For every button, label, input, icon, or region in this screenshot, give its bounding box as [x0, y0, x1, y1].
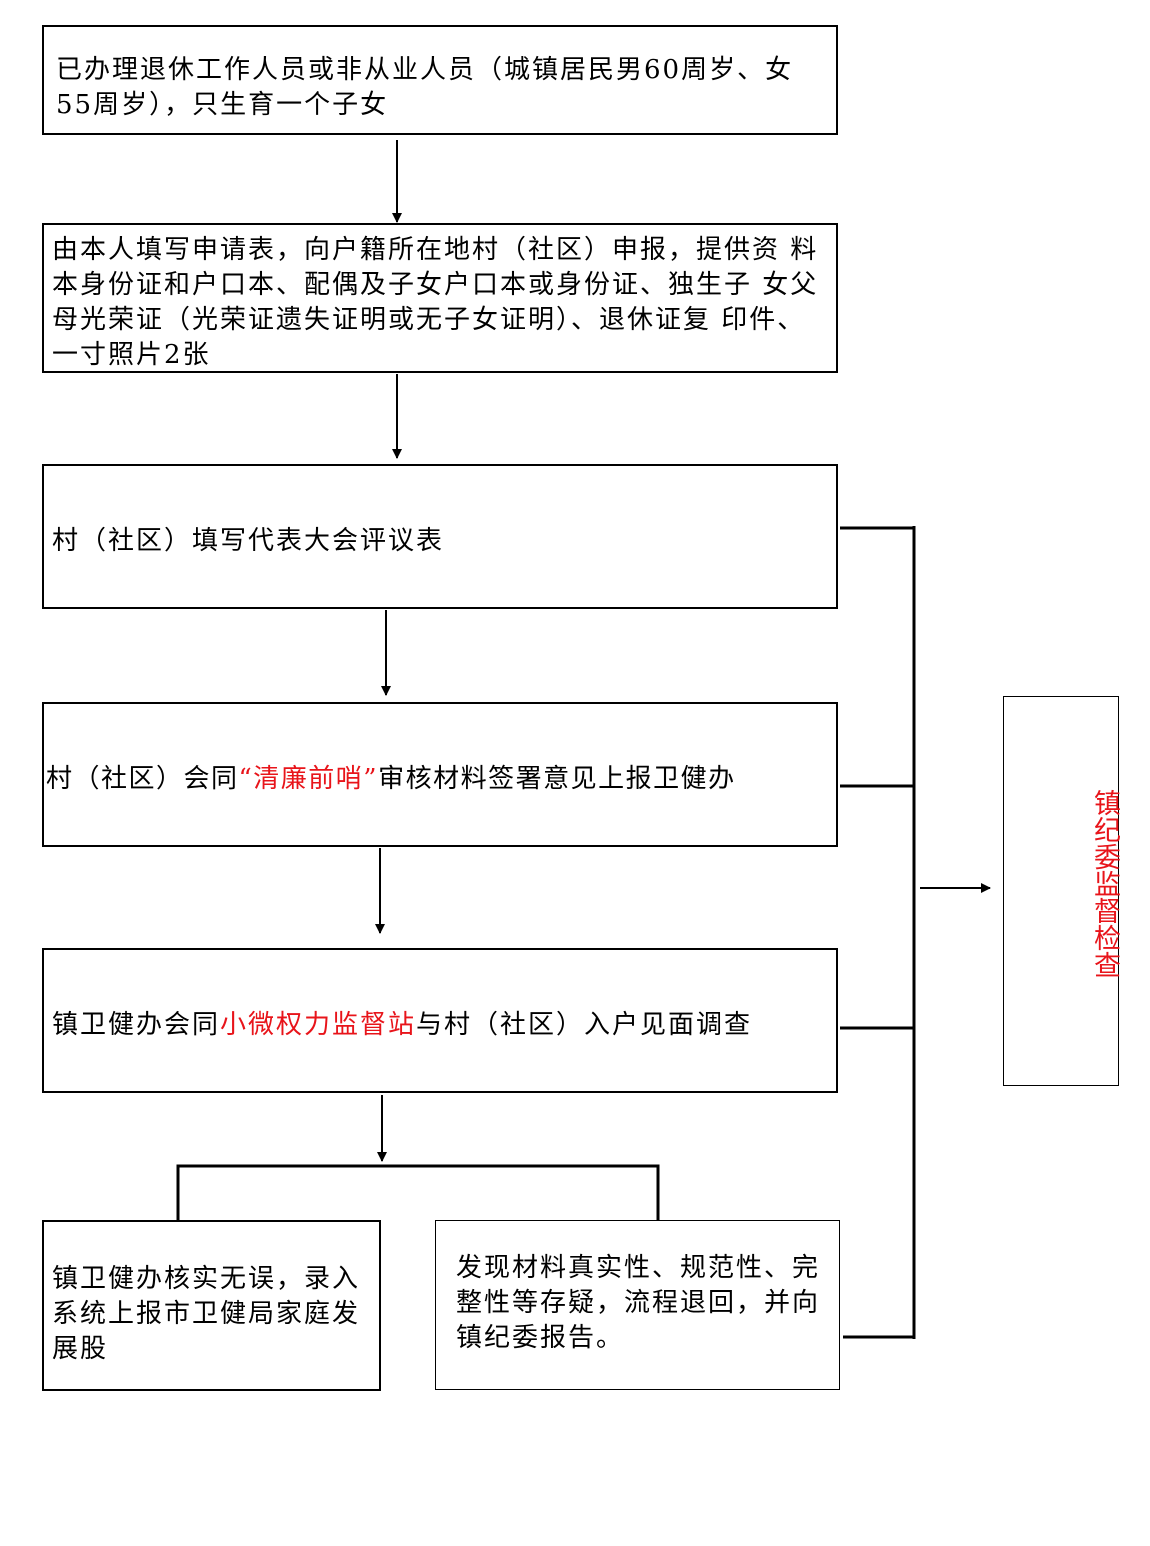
node-step2-text: 由本人填写申请表，向户籍所在地村（社区）申报，提供资 料本身份证和户口本、配偶及… [52, 235, 819, 370]
node-step4-text-pre: 村（社区）会同 [46, 764, 239, 794]
node-step5-text-post: 与村（社区）入户见面调查 [416, 1010, 753, 1040]
node-step4-text-highlight: “清廉前哨” [238, 764, 379, 794]
node-step4-audit: 村（社区）会同“清廉前哨”审核材料签署意见上报卫健办 [42, 702, 838, 847]
node-step3-review: 村（社区）填写代表大会评议表 [42, 464, 838, 609]
node-outcome-doubt-text: 发现材料真实性、规范性、完整性等存疑，流程退回，并向镇纪委报告。 [456, 1253, 821, 1353]
supervision-bus [840, 526, 916, 1339]
node-step1-text: 已办理退休工作人员或非从业人员（城镇居民男60周岁、女 55周岁），只生育一个子… [56, 55, 794, 120]
node-supervisor-text: 镇纪委监督检查 [1089, 789, 1120, 978]
node-step5-text-pre: 镇卫健办会同 [52, 1010, 221, 1040]
node-step3-text: 村（社区）填写代表大会评议表 [52, 526, 445, 556]
node-step4-text-post: 审核材料签署意见上报卫健办 [378, 764, 736, 794]
node-step5-investigation: 镇卫健办会同小微权力监督站与村（社区）入户见面调查 [42, 948, 838, 1093]
node-step1-eligibility: 已办理退休工作人员或非从业人员（城镇居民男60周岁、女 55周岁），只生育一个子… [42, 25, 838, 135]
node-outcome-approved-text: 镇卫健办核实无误，录入系统上报市卫健局家庭发展股 [52, 1264, 361, 1364]
node-supervisor: 镇纪委监督检查 [1003, 696, 1120, 1086]
node-outcome-approved: 镇卫健办核实无误，录入系统上报市卫健局家庭发展股 [42, 1220, 381, 1391]
node-outcome-doubt: 发现材料真实性、规范性、完整性等存疑，流程退回，并向镇纪委报告。 [435, 1220, 840, 1390]
node-step5-text-highlight: 小微权力监督站 [220, 1010, 417, 1040]
split-bracket [176, 1164, 660, 1220]
node-step2-application: 由本人填写申请表，向户籍所在地村（社区）申报，提供资 料本身份证和户口本、配偶及… [42, 223, 838, 373]
